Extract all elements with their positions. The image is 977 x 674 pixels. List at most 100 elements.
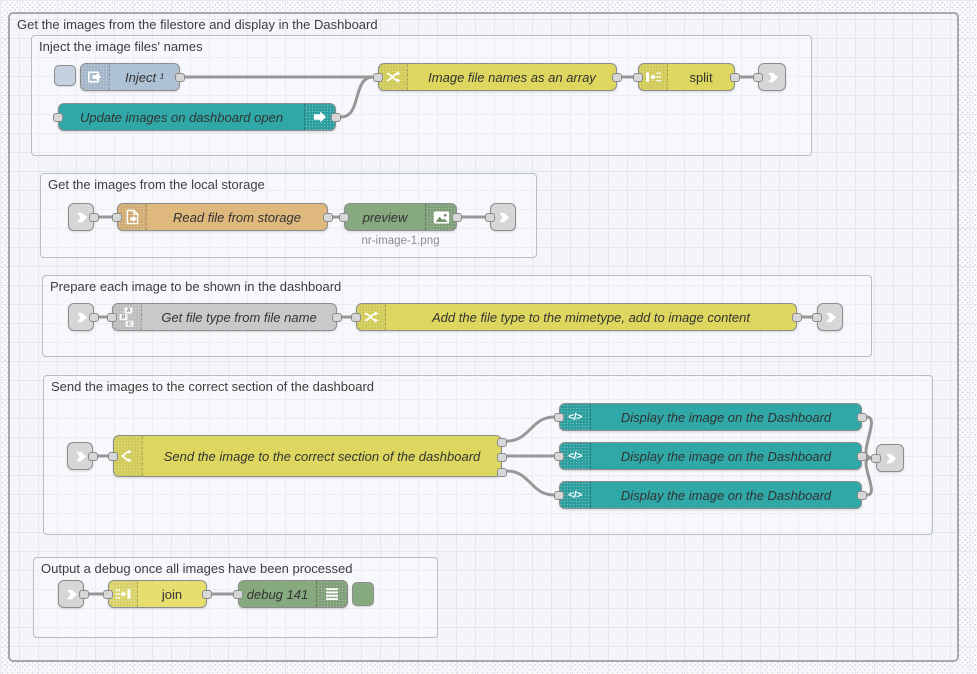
output-port[interactable] bbox=[857, 490, 867, 500]
switch-icon bbox=[114, 436, 143, 476]
output-port-3[interactable] bbox=[497, 467, 507, 477]
output-port[interactable] bbox=[857, 451, 867, 461]
input-port[interactable] bbox=[753, 72, 763, 82]
output-port[interactable] bbox=[612, 72, 622, 82]
node-display-2[interactable]: </> Display the image on the Dashboard bbox=[554, 442, 867, 470]
node-link-in-send[interactable] bbox=[67, 442, 98, 470]
input-port[interactable] bbox=[554, 490, 564, 500]
node-split[interactable]: split bbox=[633, 63, 740, 91]
node-get-file-type[interactable]: A B C Get file type from file name bbox=[107, 303, 342, 331]
output-port[interactable] bbox=[331, 112, 341, 122]
svg-text:B: B bbox=[121, 314, 125, 320]
link-out-icon bbox=[883, 451, 898, 466]
input-port[interactable] bbox=[373, 72, 383, 82]
node-link-out-storage[interactable] bbox=[485, 203, 516, 231]
group-inject[interactable]: Inject the image files' names bbox=[31, 35, 812, 156]
node-join[interactable]: join bbox=[103, 580, 212, 608]
node-label: Update images on dashboard open bbox=[79, 109, 284, 125]
node-display-1[interactable]: </> Display the image on the Dashboard bbox=[554, 403, 867, 431]
node-read-file[interactable]: Read file from storage bbox=[112, 203, 333, 231]
node-preview[interactable]: preview bbox=[339, 203, 462, 231]
function-icon bbox=[357, 304, 386, 330]
input-port[interactable] bbox=[351, 312, 361, 322]
input-port[interactable] bbox=[633, 72, 643, 82]
input-port[interactable] bbox=[112, 212, 122, 222]
output-port[interactable] bbox=[79, 589, 89, 599]
node-label: Display the image on the Dashboard bbox=[620, 448, 832, 464]
input-port[interactable] bbox=[554, 451, 564, 461]
node-label: Inject ¹ bbox=[124, 69, 164, 85]
node-link-out-prepare[interactable] bbox=[812, 303, 843, 331]
image-icon bbox=[425, 204, 456, 230]
input-port[interactable] bbox=[107, 312, 117, 322]
node-label: debug 141 bbox=[246, 586, 309, 602]
input-port[interactable] bbox=[53, 112, 63, 122]
node-label: Display the image on the Dashboard bbox=[620, 409, 832, 425]
node-debug[interactable]: debug 141 bbox=[233, 580, 348, 608]
code-icon: </> bbox=[560, 482, 591, 508]
node-label: preview bbox=[362, 209, 408, 225]
group-title: Output a debug once all images have been… bbox=[41, 561, 353, 576]
node-label: Display the image on the Dashboard bbox=[620, 487, 832, 503]
code-icon: </> bbox=[560, 443, 591, 469]
function-icon bbox=[379, 64, 408, 90]
node-label: Send the image to the correct section of… bbox=[163, 448, 481, 464]
link-in-icon bbox=[73, 449, 88, 464]
group-title: Get the images from the local storage bbox=[48, 177, 265, 192]
input-port[interactable] bbox=[339, 212, 349, 222]
list-icon bbox=[316, 581, 347, 607]
link-in-icon bbox=[64, 587, 79, 602]
input-port[interactable] bbox=[485, 212, 495, 222]
input-port[interactable] bbox=[108, 451, 118, 461]
input-port[interactable] bbox=[871, 453, 881, 463]
output-port[interactable] bbox=[857, 412, 867, 422]
output-port-2[interactable] bbox=[497, 452, 507, 462]
node-label: Image file names as an array bbox=[428, 69, 596, 85]
node-function-mimetype[interactable]: Add the file type to the mimetype, add t… bbox=[351, 303, 802, 331]
node-link-out-send[interactable] bbox=[871, 444, 904, 472]
inject-icon bbox=[81, 64, 110, 90]
node-label: Read file from storage bbox=[173, 209, 301, 225]
join-icon bbox=[109, 581, 138, 607]
arrow-right-icon bbox=[304, 104, 335, 130]
output-port[interactable] bbox=[323, 212, 333, 222]
file-in-icon bbox=[118, 204, 147, 230]
node-update-images[interactable]: Update images on dashboard open bbox=[53, 103, 341, 131]
node-link-in-storage[interactable] bbox=[68, 203, 99, 231]
preview-status: nr-image-1.png bbox=[361, 235, 440, 247]
debug-toggle-button[interactable] bbox=[352, 582, 374, 606]
output-port[interactable] bbox=[89, 312, 99, 322]
group-title: Inject the image files' names bbox=[39, 39, 203, 54]
split-icon bbox=[639, 64, 668, 90]
node-inject[interactable]: Inject ¹ bbox=[80, 63, 185, 91]
group-title: Send the images to the correct section o… bbox=[51, 379, 375, 394]
node-link-out-inject[interactable] bbox=[753, 63, 786, 91]
svg-text:A: A bbox=[125, 308, 130, 314]
node-switch-send[interactable]: Send the image to the correct section of… bbox=[108, 435, 507, 477]
link-out-icon bbox=[496, 210, 511, 225]
code-icon: </> bbox=[560, 404, 591, 430]
input-port[interactable] bbox=[103, 589, 113, 599]
inject-button[interactable] bbox=[54, 65, 76, 86]
node-link-in-debug[interactable] bbox=[58, 580, 89, 608]
link-out-icon bbox=[823, 310, 838, 325]
node-display-3[interactable]: </> Display the image on the Dashboard bbox=[554, 481, 867, 509]
output-port[interactable] bbox=[332, 312, 342, 322]
output-port[interactable] bbox=[730, 72, 740, 82]
group-title: Prepare each image to be shown in the da… bbox=[50, 279, 342, 294]
output-port[interactable] bbox=[452, 212, 462, 222]
output-port[interactable] bbox=[202, 589, 212, 599]
output-port[interactable] bbox=[88, 451, 98, 461]
node-label: Get file type from file name bbox=[161, 309, 317, 325]
output-port[interactable] bbox=[175, 72, 185, 82]
input-port[interactable] bbox=[233, 589, 243, 599]
link-in-icon bbox=[74, 210, 89, 225]
output-port-1[interactable] bbox=[497, 437, 507, 447]
output-port[interactable] bbox=[89, 212, 99, 222]
input-port[interactable] bbox=[554, 412, 564, 422]
node-function-filenames[interactable]: Image file names as an array bbox=[373, 63, 622, 91]
output-port[interactable] bbox=[792, 312, 802, 322]
input-port[interactable] bbox=[812, 312, 822, 322]
node-link-in-prepare[interactable] bbox=[68, 303, 99, 331]
